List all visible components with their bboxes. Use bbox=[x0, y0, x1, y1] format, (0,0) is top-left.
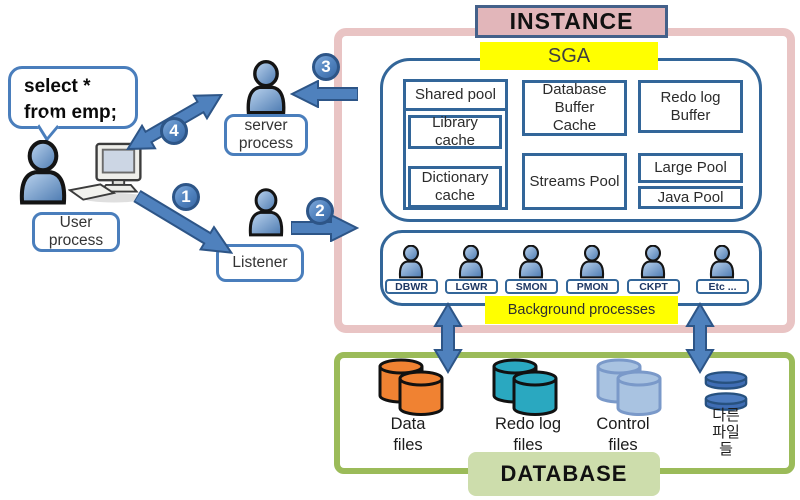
control-files-label: Control files bbox=[596, 415, 650, 454]
database-title: DATABASE bbox=[468, 452, 660, 496]
step-2-badge: 2 bbox=[306, 197, 334, 225]
sga-label: SGA bbox=[480, 42, 658, 70]
sql-query-bubble: select * from emp; bbox=[8, 66, 138, 129]
redo-log-buffer-box: Redo log Buffer bbox=[638, 80, 743, 133]
server-process-icon bbox=[240, 58, 292, 118]
process-label-ckpt: CKPT bbox=[627, 279, 680, 294]
library-cache-box: Library cache bbox=[408, 114, 502, 149]
other-files-line2: 파일 bbox=[712, 424, 740, 441]
redo-log-files-icon bbox=[489, 358, 561, 416]
arrow-instance-database-left bbox=[433, 302, 463, 374]
arrow-user-to-listener bbox=[132, 189, 234, 254]
sql-query-line2: from emp; bbox=[24, 102, 117, 123]
large-pool-box: Large Pool bbox=[638, 153, 743, 183]
other-files-line1: 다른 bbox=[712, 407, 740, 424]
pmon-process-icon bbox=[572, 245, 612, 279]
process-label-pmon: PMON bbox=[566, 279, 619, 294]
listener-icon bbox=[243, 184, 289, 242]
java-pool-box: Java Pool bbox=[638, 186, 743, 209]
arrow-instance-to-server bbox=[290, 80, 358, 108]
step-3-badge: 3 bbox=[312, 53, 340, 81]
lgwr-process-icon bbox=[451, 245, 491, 279]
smon-process-icon bbox=[511, 245, 551, 279]
user-icon bbox=[12, 140, 74, 206]
step-1-badge: 1 bbox=[172, 183, 200, 211]
sql-query-line1: select * bbox=[24, 76, 91, 97]
other-files-line3: 들 bbox=[719, 441, 733, 458]
user-process-label: User process bbox=[32, 212, 120, 252]
process-label-etc: Etc ... bbox=[696, 279, 749, 294]
dictionary-cache-box: Dictionary cache bbox=[408, 166, 502, 208]
shared-pool-title: Shared pool bbox=[406, 82, 505, 111]
etc-process-icon bbox=[702, 245, 742, 279]
step-4-badge: 4 bbox=[160, 117, 188, 145]
arrow-listener-to-instance bbox=[291, 214, 359, 242]
process-label-smon: SMON bbox=[505, 279, 558, 294]
server-process-label: server process bbox=[224, 114, 308, 156]
other-files-label: 다른 파일 들 bbox=[702, 407, 750, 458]
process-label-dbwr: DBWR bbox=[385, 279, 438, 294]
redo-log-files-label: Redo log files bbox=[494, 415, 562, 454]
database-buffer-cache-box: Database Buffer Cache bbox=[522, 80, 627, 136]
ckpt-process-icon bbox=[633, 245, 673, 279]
instance-title: INSTANCE bbox=[475, 5, 668, 38]
arrow-instance-database-right bbox=[685, 302, 715, 374]
streams-pool-box: Streams Pool bbox=[522, 153, 627, 210]
data-files-label: Data files bbox=[390, 415, 426, 454]
process-label-lgwr: LGWR bbox=[445, 279, 498, 294]
background-processes-label: Background processes bbox=[485, 296, 678, 324]
other-files-icon bbox=[702, 368, 750, 412]
dbwr-process-icon bbox=[391, 245, 431, 279]
control-files-icon bbox=[593, 358, 665, 416]
